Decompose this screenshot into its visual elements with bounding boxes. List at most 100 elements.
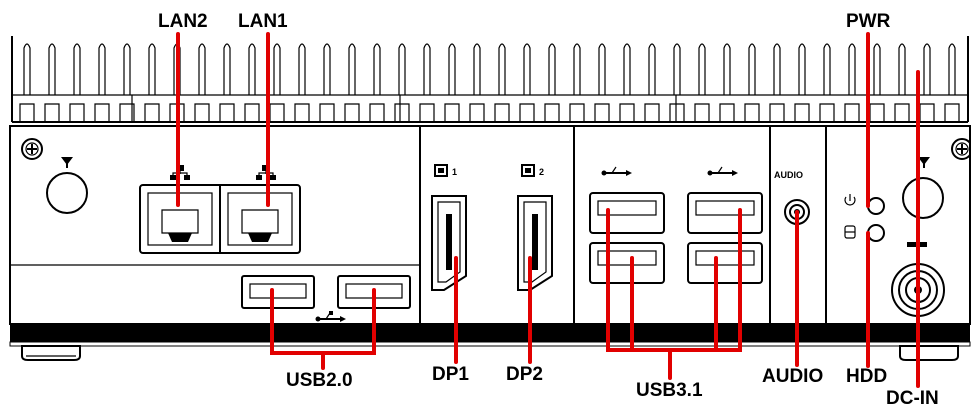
heatsink-fin-base xyxy=(219,103,235,122)
label-hdd: HDD xyxy=(846,366,887,387)
label-dp1: DP1 xyxy=(432,364,469,385)
heatsink-fin-base xyxy=(444,103,460,122)
usb-icon xyxy=(315,311,346,322)
heatsink-fin-base xyxy=(919,103,935,122)
heatsink-fin-base xyxy=(44,103,60,122)
heatsink-fin xyxy=(223,43,231,95)
heatsink-fin xyxy=(598,43,606,95)
heatsink-fin-base xyxy=(394,103,410,122)
heatsink-fin-base xyxy=(69,103,85,122)
power-icon xyxy=(844,194,856,206)
usb-icon xyxy=(601,166,632,176)
label-pwr: PWR xyxy=(846,11,891,32)
label-audio: AUDIO xyxy=(762,366,823,387)
heatsink-fin xyxy=(323,43,331,95)
heatsink-fin-base xyxy=(419,103,435,122)
label-dp2: DP2 xyxy=(506,364,543,385)
heatsink-fin-base xyxy=(94,103,110,122)
heatsink-fin-base xyxy=(469,103,485,122)
dp2-panel-mark: 2 xyxy=(539,167,544,177)
screw-icon xyxy=(951,138,971,160)
heatsink-fin-base xyxy=(269,103,285,122)
heatsink-fin xyxy=(723,43,731,95)
heatsink-fin xyxy=(373,43,381,95)
heatsink-fin xyxy=(123,43,131,95)
heatsink-fin-base xyxy=(569,103,585,122)
antenna-icon xyxy=(46,157,88,214)
heatsink-fin-base xyxy=(494,103,510,122)
heatsink-fin xyxy=(273,43,281,95)
heatsink-fin-base xyxy=(294,103,310,122)
heatsink-fin xyxy=(448,43,456,95)
heatsink-fin-base xyxy=(794,103,810,122)
heatsink-fin-base xyxy=(844,103,860,122)
heatsink-fin-base xyxy=(819,103,835,122)
heatsink-fin-base xyxy=(544,103,560,122)
heatsink-fin-base xyxy=(669,103,685,122)
heatsink-fin-base xyxy=(519,103,535,122)
callout-lines xyxy=(176,32,920,388)
heatsink-fin-base xyxy=(244,103,260,122)
heatsink-fin xyxy=(573,43,581,95)
heatsink-fin xyxy=(523,43,531,95)
heatsink-fin-base xyxy=(894,103,910,122)
dp1-panel-mark: 1 xyxy=(452,167,457,177)
heatsink-fin xyxy=(698,43,706,95)
heatsink-fin-base xyxy=(619,103,635,122)
label-lan1: LAN1 xyxy=(238,11,288,32)
heatsink-fin xyxy=(773,43,781,95)
antenna-icon xyxy=(902,157,944,219)
lan-port-block xyxy=(139,184,301,254)
heatsink-fin xyxy=(623,43,631,95)
heatsink-fin xyxy=(248,43,256,95)
label-usb20: USB2.0 xyxy=(286,370,353,391)
chassis xyxy=(9,125,971,361)
heatsink-fin xyxy=(398,43,406,95)
heatsink-fin xyxy=(798,43,806,95)
heatsink-fin-base xyxy=(719,103,735,122)
heatsink-fin xyxy=(948,43,956,95)
label-usb31: USB3.1 xyxy=(636,380,703,401)
screw-icon xyxy=(21,138,43,160)
heatsink-fin xyxy=(298,43,306,95)
usb3-ports xyxy=(589,192,763,284)
heatsink-fin xyxy=(823,43,831,95)
heatsink-fin xyxy=(873,43,881,95)
label-lan2: LAN2 xyxy=(158,11,208,32)
heatsink-fin-base xyxy=(869,103,885,122)
heatsink-fin xyxy=(848,43,856,95)
heatsink-fin-base xyxy=(319,103,335,122)
heatsink-fin-base xyxy=(769,103,785,122)
heatsink-fin-base xyxy=(594,103,610,122)
heatsink-fin xyxy=(748,43,756,95)
usb2-ports xyxy=(241,275,411,309)
heatsink-fin-base xyxy=(744,103,760,122)
heatsink-fin xyxy=(23,43,31,95)
heatsink-fin-base xyxy=(119,103,135,122)
displayport-icon xyxy=(434,164,535,177)
heatsink-fin-base xyxy=(194,103,210,122)
heatsink-fin xyxy=(48,43,56,95)
heatsink-fin xyxy=(473,43,481,95)
heatsink-fin xyxy=(648,43,656,95)
audio-panel-mark: AUDIO xyxy=(774,170,803,180)
heatsink-fin-base xyxy=(369,103,385,122)
status-leds xyxy=(867,197,885,242)
heatsink-fin-base xyxy=(944,103,960,122)
heatsink-fin xyxy=(148,43,156,95)
heatsink-fin xyxy=(898,43,906,95)
heatsink-fin-base xyxy=(644,103,660,122)
heatsink-fin xyxy=(423,43,431,95)
heatsink-fin-base xyxy=(19,103,35,122)
heatsink-fin xyxy=(673,43,681,95)
heatsink-fin-base xyxy=(694,103,710,122)
heatsink-fin xyxy=(198,43,206,95)
heatsink-fin xyxy=(98,43,106,95)
heatsink-fin xyxy=(548,43,556,95)
heatsink-fin xyxy=(498,43,506,95)
usb-icon xyxy=(707,166,738,176)
heatsink-fin xyxy=(923,43,931,95)
heatsink-fin-base xyxy=(144,103,160,122)
heatsink-fin xyxy=(348,43,356,95)
